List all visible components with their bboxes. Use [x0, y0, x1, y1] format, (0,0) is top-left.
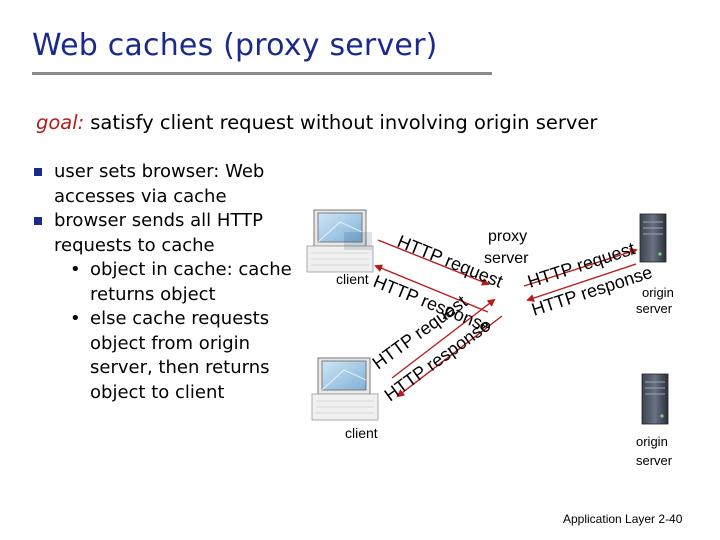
- sub-bullet-item: object in cache: cache returns object: [30, 258, 320, 307]
- arrow-client-top-to-proxy: [377, 239, 490, 286]
- bullet-item: browser sends all HTTP requests to cache: [30, 209, 320, 258]
- origin-top-label-line2: server: [636, 301, 673, 316]
- origin-bottom-label-line2: server: [636, 453, 673, 468]
- origin-server-top-icon: [639, 213, 667, 263]
- origin-server-bottom-icon: [641, 373, 669, 425]
- goal-statement: goal:satisfy client request without invo…: [36, 111, 597, 134]
- bullet-item: user sets browser: Web accesses via cach…: [30, 160, 320, 209]
- bullet-line: user sets browser: Web: [54, 161, 265, 182]
- arrow-proxy-to-client-top: [374, 264, 489, 313]
- sub-bullet-item: else cache requests object from origin s…: [30, 307, 320, 405]
- origin-bottom-label-line1: origin: [636, 434, 668, 449]
- client-bottom-label: client: [345, 425, 378, 441]
- proxy-label-line2: server: [484, 250, 529, 267]
- bullet-line: server, then returns: [90, 357, 270, 378]
- client-computer-top-icon: [306, 209, 374, 273]
- goal-text: satisfy client request without involving…: [90, 111, 598, 134]
- client-computer-bottom-icon: [311, 357, 379, 421]
- arrow-client-bottom-to-proxy: [391, 298, 496, 379]
- client-top-label: client: [336, 271, 369, 287]
- bullet-line: object in cache: cache: [90, 259, 292, 280]
- bullet-line: object from origin: [90, 332, 251, 354]
- title-underline: [32, 72, 492, 75]
- bullet-line: else cache requests: [90, 308, 270, 329]
- bullet-line: returns object: [90, 283, 216, 305]
- goal-label: goal:: [36, 111, 85, 134]
- arrow-origin-to-proxy: [526, 263, 637, 302]
- bullet-line: requests to cache: [54, 234, 215, 256]
- origin-top-label-line1: origin: [642, 285, 674, 300]
- arrow-proxy-to-origin: [523, 248, 638, 287]
- proxy-label-line1: proxy: [488, 228, 527, 245]
- bullet-list: user sets browser: Web accesses via cach…: [30, 160, 320, 405]
- bullet-line: accesses via cache: [54, 185, 227, 207]
- arrow-proxy-to-client-bottom: [396, 315, 503, 398]
- bullet-line: browser sends all HTTP: [54, 210, 263, 231]
- slide-title: Web caches (proxy server): [32, 28, 438, 63]
- slide-footer: Application Layer 2-40: [563, 512, 683, 526]
- bullet-line: object to client: [90, 381, 225, 403]
